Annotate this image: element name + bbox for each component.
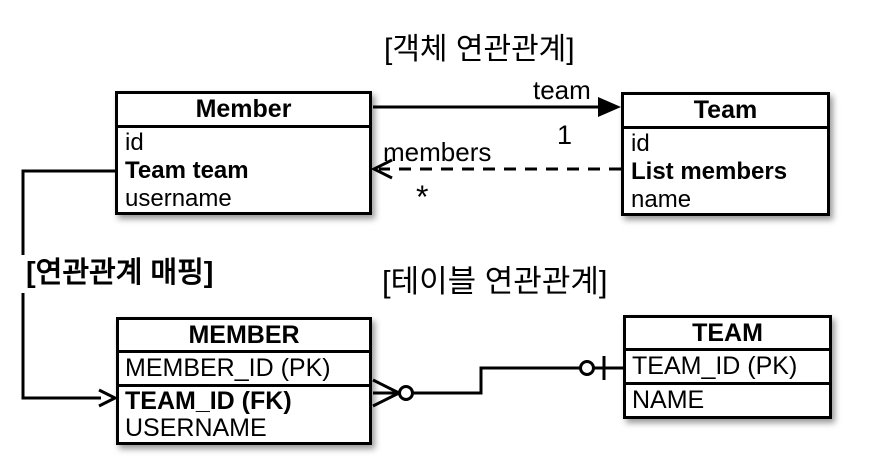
crow-foot-icon — [372, 378, 400, 408]
table-relation-heading: [테이블 연관관계] — [382, 264, 608, 299]
member-table-fk-row: TEAM_ID (FK) — [125, 387, 292, 415]
member-table-title: MEMBER — [119, 320, 369, 353]
optional-circle-icon — [398, 385, 414, 401]
team-class-fields: id List members name — [624, 129, 827, 214]
member-class-fields: id Team team username — [118, 128, 369, 213]
table-relationship-connector — [372, 356, 624, 408]
member-field-id: id — [125, 129, 144, 156]
mapping-heading: [연관관계 매핑] — [18, 255, 220, 293]
member-table-box: MEMBER MEMBER_ID (PK) TEAM_ID (FK) USERN… — [116, 317, 372, 445]
team-table-title: TEAM — [626, 318, 829, 351]
team-field-members: List members — [631, 158, 788, 185]
member-table-pk-row: MEMBER_ID (PK) — [119, 353, 369, 387]
members-arrow-label: members — [383, 137, 492, 167]
member-field-team: Team team — [125, 157, 249, 184]
member-field-username: username — [125, 185, 232, 212]
member-table-compartment: TEAM_ID (FK) USERNAME — [119, 387, 369, 442]
member-table-username-row: USERNAME — [125, 414, 267, 442]
team-multiplicity-label: 1 — [557, 120, 573, 150]
team-table-name-row: NAME — [632, 386, 705, 414]
team-class-box: Team id List members name — [621, 92, 830, 216]
filled-arrowhead-icon — [598, 97, 621, 117]
team-field-id: id — [631, 130, 650, 157]
team-class-title: Team — [624, 95, 827, 129]
object-relation-heading: [객체 연관관계] — [384, 33, 575, 66]
members-multiplicity-label: * — [416, 179, 429, 215]
team-table-box: TEAM TEAM_ID (PK) NAME — [623, 315, 832, 419]
member-class-title: Member — [118, 94, 369, 128]
member-class-box: Member id Team team username — [115, 91, 372, 215]
team-arrow-label: team — [533, 75, 591, 105]
team-field-name: name — [631, 186, 692, 213]
open-arrowhead-icon — [98, 388, 119, 408]
team-table-pk-row: TEAM_ID (PK) — [626, 351, 829, 385]
optional-circle-icon — [579, 360, 595, 376]
